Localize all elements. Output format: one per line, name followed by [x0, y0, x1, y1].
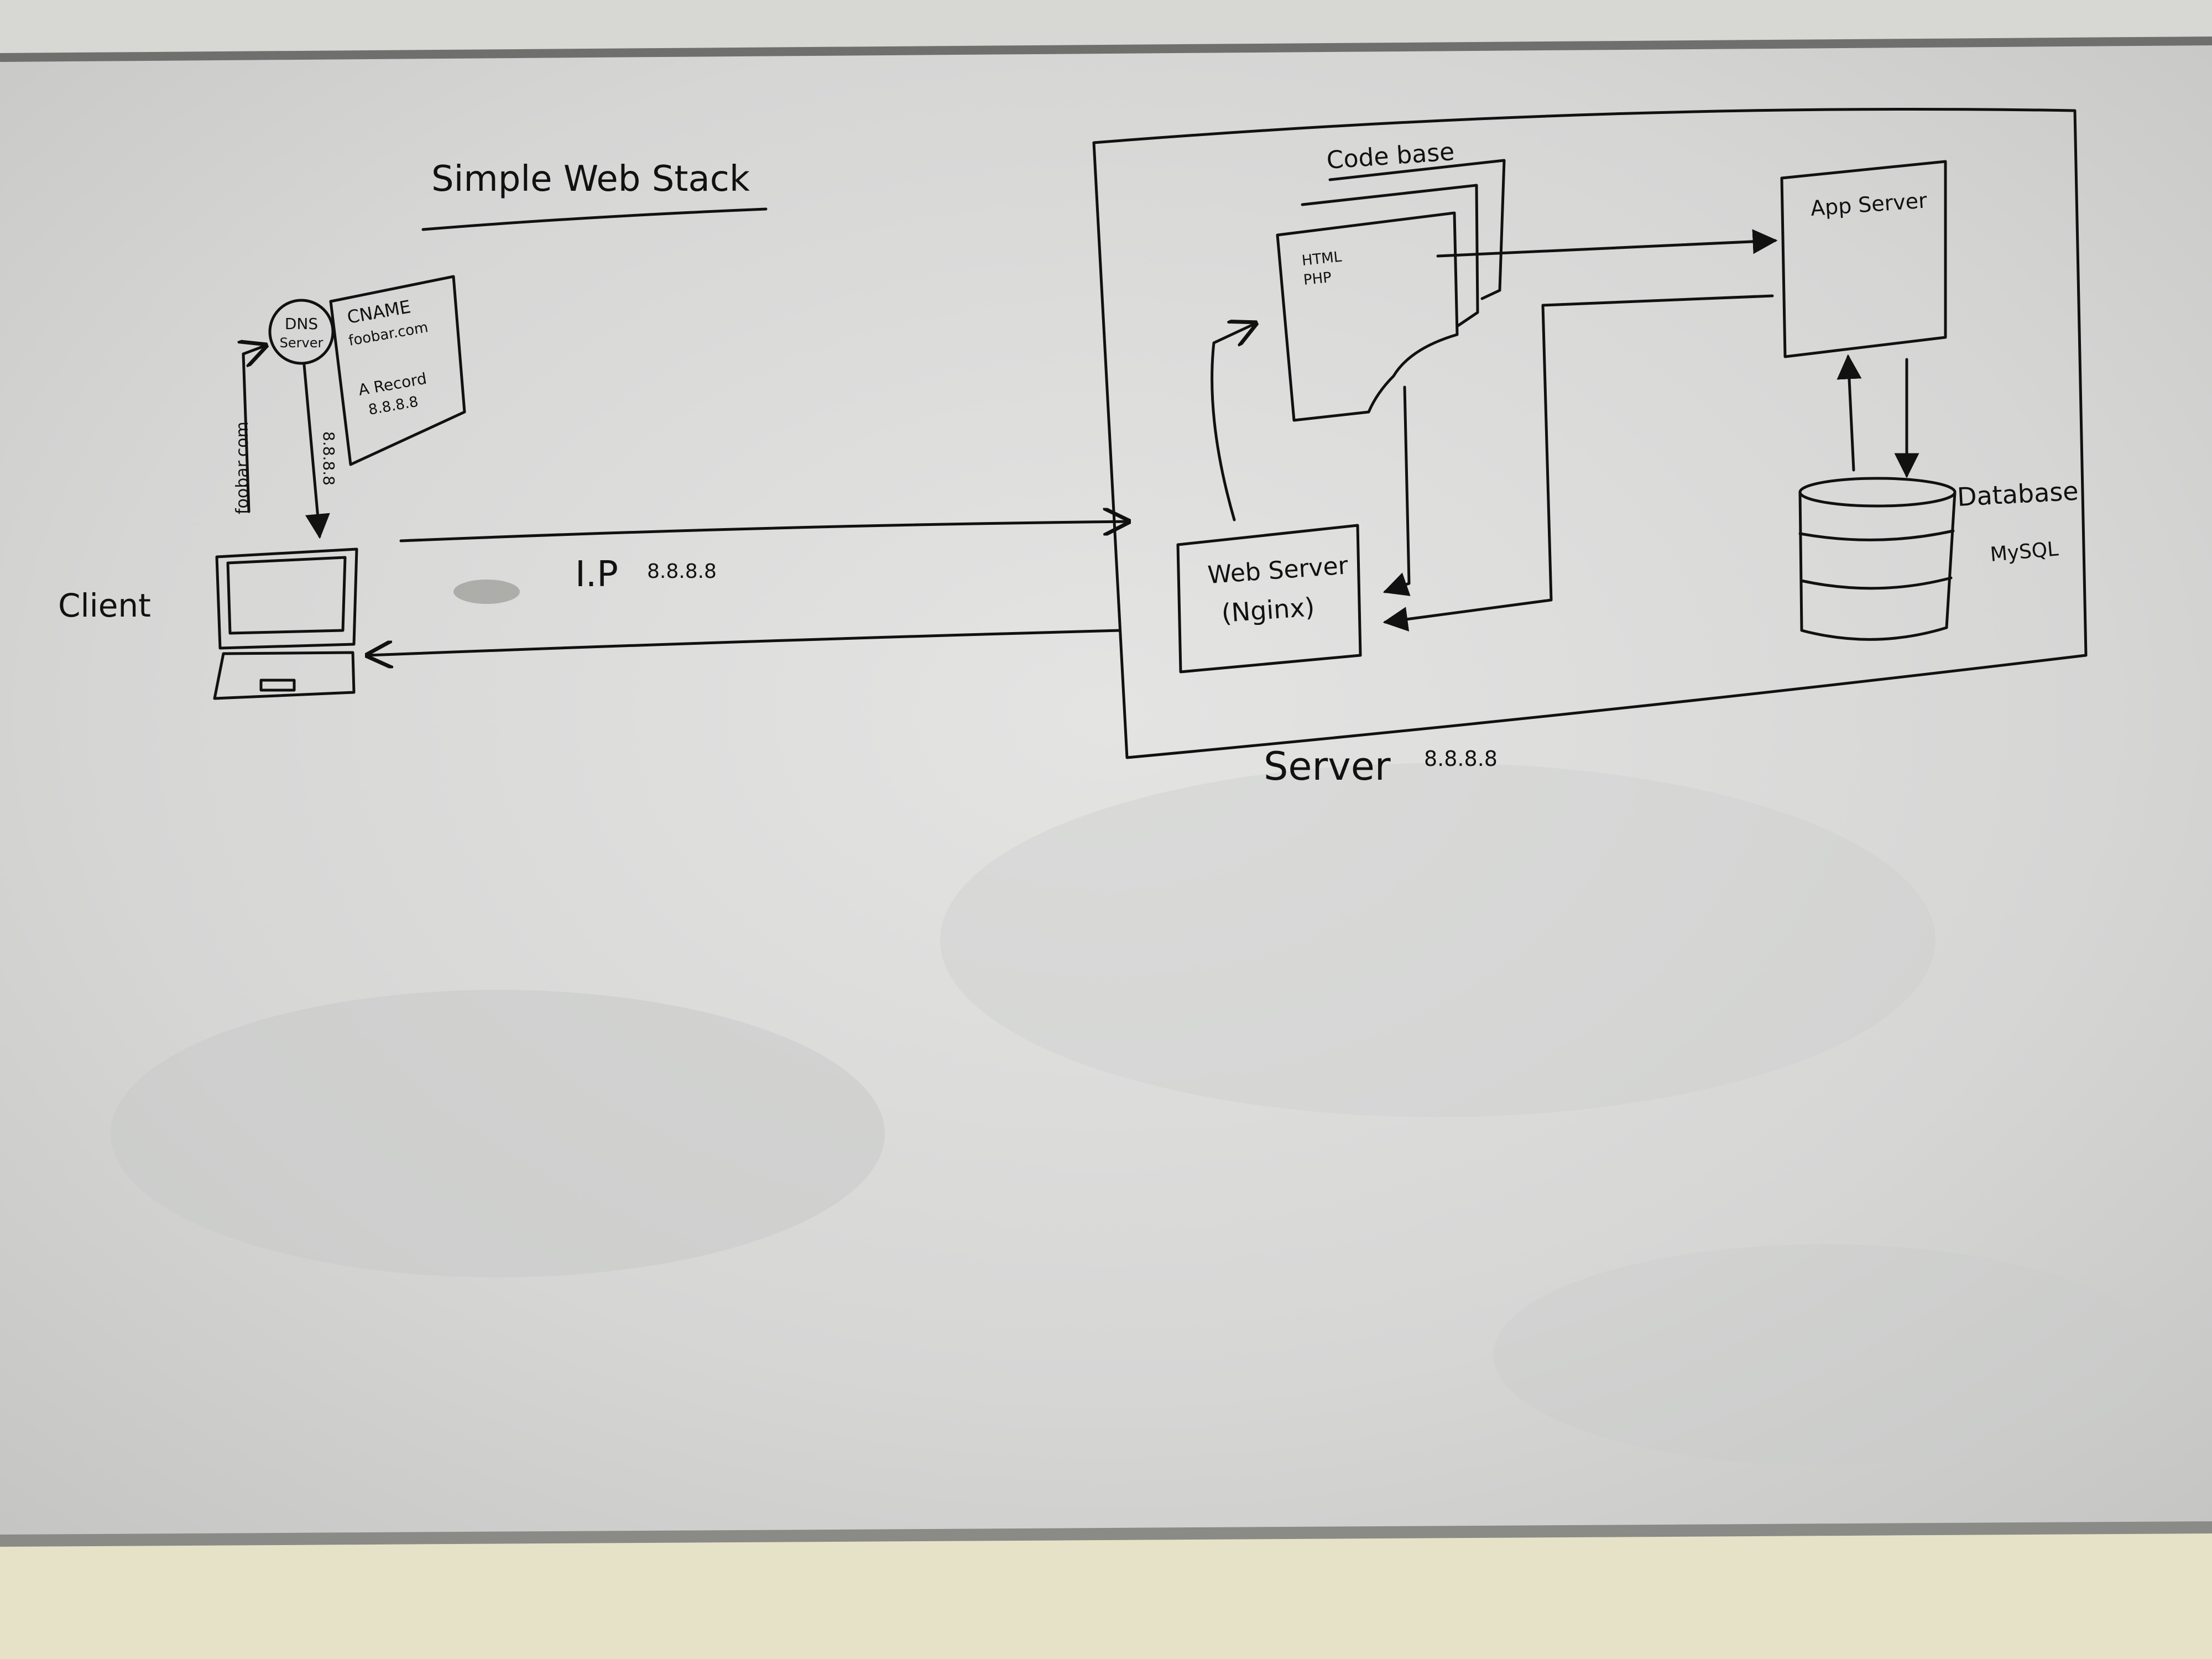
- codebase-line2: PHP: [1303, 269, 1333, 289]
- smudge: [940, 763, 1936, 1117]
- client-laptop-icon: [213, 547, 358, 700]
- database-icon: [1798, 477, 1957, 641]
- web-to-codebase-arrow: [1211, 324, 1255, 521]
- response-arrow: [368, 629, 1121, 655]
- server-ip: 8.8.8.8: [1424, 747, 1498, 771]
- db-to-app-arrow: [1837, 354, 1862, 472]
- codebase-pages: HTML PHP: [1276, 159, 1506, 422]
- client-label: Client: [58, 587, 151, 624]
- web-server-box: [1176, 524, 1362, 674]
- web-server-line2: (Nginx): [1220, 592, 1316, 628]
- server-box: [1092, 107, 2088, 759]
- diagram-title: Simple Web Stack: [431, 159, 750, 200]
- dns-response-label: 8.8.8.8: [320, 431, 338, 486]
- server-label: Server: [1264, 744, 1391, 789]
- app-to-web-arrow: [1383, 294, 1774, 632]
- database-label: Database: [1957, 476, 2079, 512]
- request-arrow: [399, 521, 1128, 542]
- dns-server-label-1: DNS: [285, 315, 318, 333]
- request-ip: 8.8.8.8: [647, 560, 717, 583]
- board-bottom-tray: [0, 1521, 2212, 1547]
- codebase-to-app-arrow: [1436, 229, 1778, 258]
- dns-server-label-2: Server: [280, 335, 324, 351]
- app-server-box: [1780, 160, 1947, 358]
- dns-response-arrow: [302, 363, 330, 539]
- codebase-to-web-arrow: [1383, 385, 1411, 596]
- title-underline: [421, 207, 768, 231]
- smudge: [453, 580, 520, 604]
- smudge: [1493, 1244, 2157, 1465]
- dns-server: DNS Server: [268, 299, 335, 365]
- dns-query-label: foobar.com: [233, 421, 252, 514]
- board-top-frame: [0, 36, 2212, 62]
- dns-query-arrow: [243, 346, 265, 513]
- request-label: I.P: [575, 554, 618, 595]
- smudge: [111, 990, 885, 1277]
